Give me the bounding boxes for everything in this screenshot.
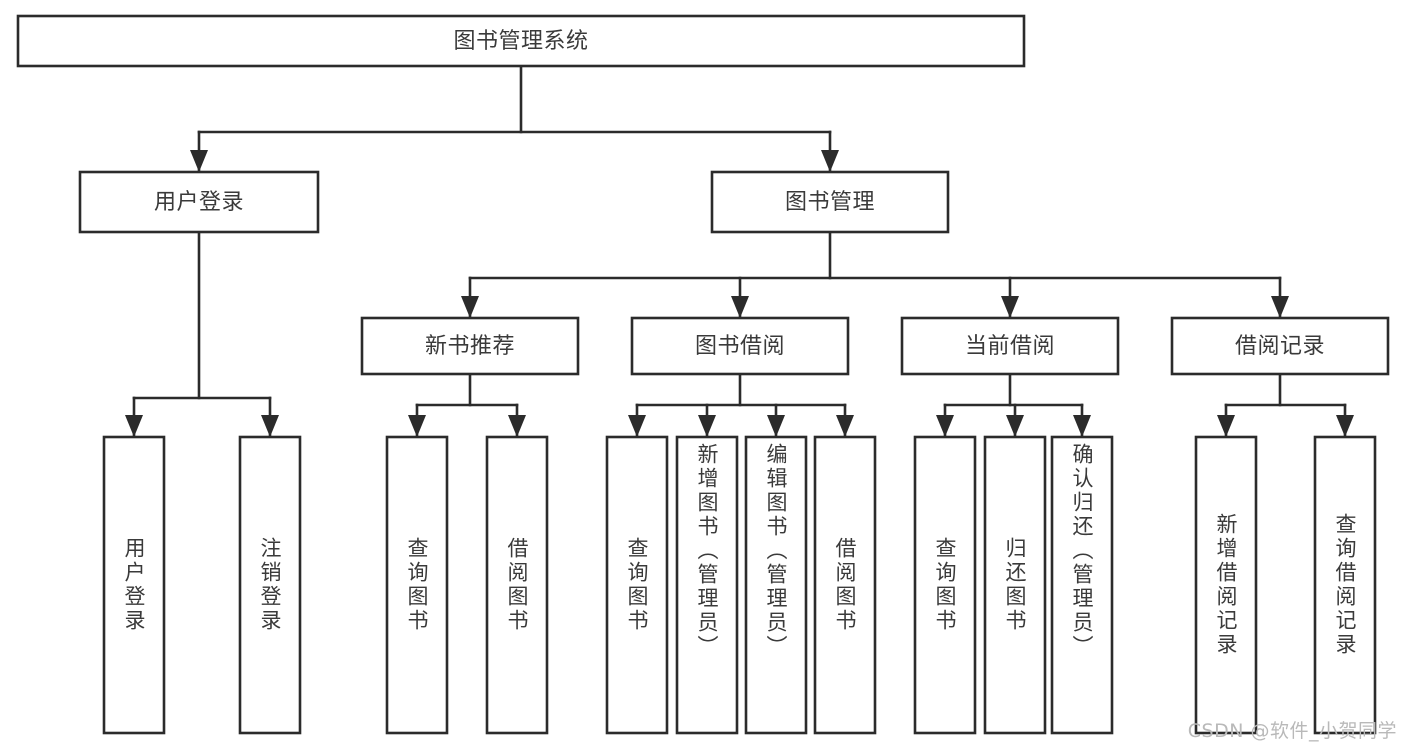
watermark: CSDN @软件_小贺同学 bbox=[1187, 720, 1397, 742]
node-label-user-login: 用户登录 bbox=[154, 190, 244, 215]
node-box-leaf-edit-book[interactable] bbox=[744, 435, 808, 735]
arrow-head-leaf-user-login bbox=[125, 415, 143, 437]
box-layer bbox=[16, 14, 1390, 735]
arrow-head-book-manage bbox=[821, 150, 839, 172]
node-box-leaf-borrow-book[interactable] bbox=[813, 435, 877, 735]
arrow-head-leaf-borrow-book bbox=[836, 415, 854, 437]
arrow-head-leaf-query-book-cur bbox=[936, 415, 954, 437]
arrow-head-leaf-add-record bbox=[1217, 415, 1235, 437]
node-box-user-login[interactable] bbox=[78, 170, 320, 234]
node-box-leaf-query-book-cur[interactable] bbox=[913, 435, 977, 735]
node-box-leaf-query-book-rec[interactable] bbox=[385, 435, 449, 735]
node-label-new-book-recommend: 新书推荐 bbox=[425, 334, 515, 359]
node-box-leaf-confirm-return[interactable] bbox=[1050, 435, 1114, 735]
node-box-leaf-query-record[interactable] bbox=[1313, 435, 1377, 735]
arrow-head-leaf-query-record bbox=[1336, 415, 1354, 437]
arrow-head-leaf-logout bbox=[261, 415, 279, 437]
arrow-head-new-book-recommend bbox=[461, 296, 479, 318]
node-box-book-manage[interactable] bbox=[710, 170, 950, 234]
arrow-head-leaf-add-book bbox=[698, 415, 716, 437]
node-box-leaf-borrow-book-rec[interactable] bbox=[485, 435, 549, 735]
arrow-head-leaf-return-book bbox=[1006, 415, 1024, 437]
node-box-new-book-recommend[interactable] bbox=[360, 316, 580, 376]
node-box-leaf-logout[interactable] bbox=[238, 435, 302, 735]
node-label-book-manage: 图书管理 bbox=[785, 190, 875, 215]
node-box-leaf-query-book-borrow[interactable] bbox=[605, 435, 669, 735]
node-label-current-borrow: 当前借阅 bbox=[965, 334, 1055, 359]
node-box-borrow-record[interactable] bbox=[1170, 316, 1390, 376]
node-label-book-borrow: 图书借阅 bbox=[695, 334, 785, 359]
arrow-head-leaf-query-book-borrow bbox=[628, 415, 646, 437]
node-box-leaf-user-login[interactable] bbox=[102, 435, 166, 735]
arrow-head-user-login bbox=[190, 150, 208, 172]
node-box-leaf-return-book[interactable] bbox=[983, 435, 1047, 735]
arrow-head-leaf-edit-book bbox=[767, 415, 785, 437]
arrow-head-current-borrow bbox=[1001, 296, 1019, 318]
node-box-current-borrow[interactable] bbox=[900, 316, 1120, 376]
node-box-leaf-add-record[interactable] bbox=[1194, 435, 1258, 735]
node-box-book-borrow[interactable] bbox=[630, 316, 850, 376]
arrow-head-book-borrow bbox=[731, 296, 749, 318]
node-box-root[interactable] bbox=[16, 14, 1026, 68]
arrow-head-leaf-confirm-return bbox=[1073, 415, 1091, 437]
connector-layer bbox=[125, 64, 1354, 438]
arrow-head-leaf-borrow-book-rec bbox=[508, 415, 526, 437]
node-label-borrow-record: 借阅记录 bbox=[1235, 334, 1325, 359]
node-label-root: 图书管理系统 bbox=[453, 29, 588, 54]
node-box-leaf-add-book[interactable] bbox=[675, 435, 739, 735]
arrow-head-borrow-record bbox=[1271, 296, 1289, 318]
arrow-head-leaf-query-book-rec bbox=[408, 415, 426, 437]
